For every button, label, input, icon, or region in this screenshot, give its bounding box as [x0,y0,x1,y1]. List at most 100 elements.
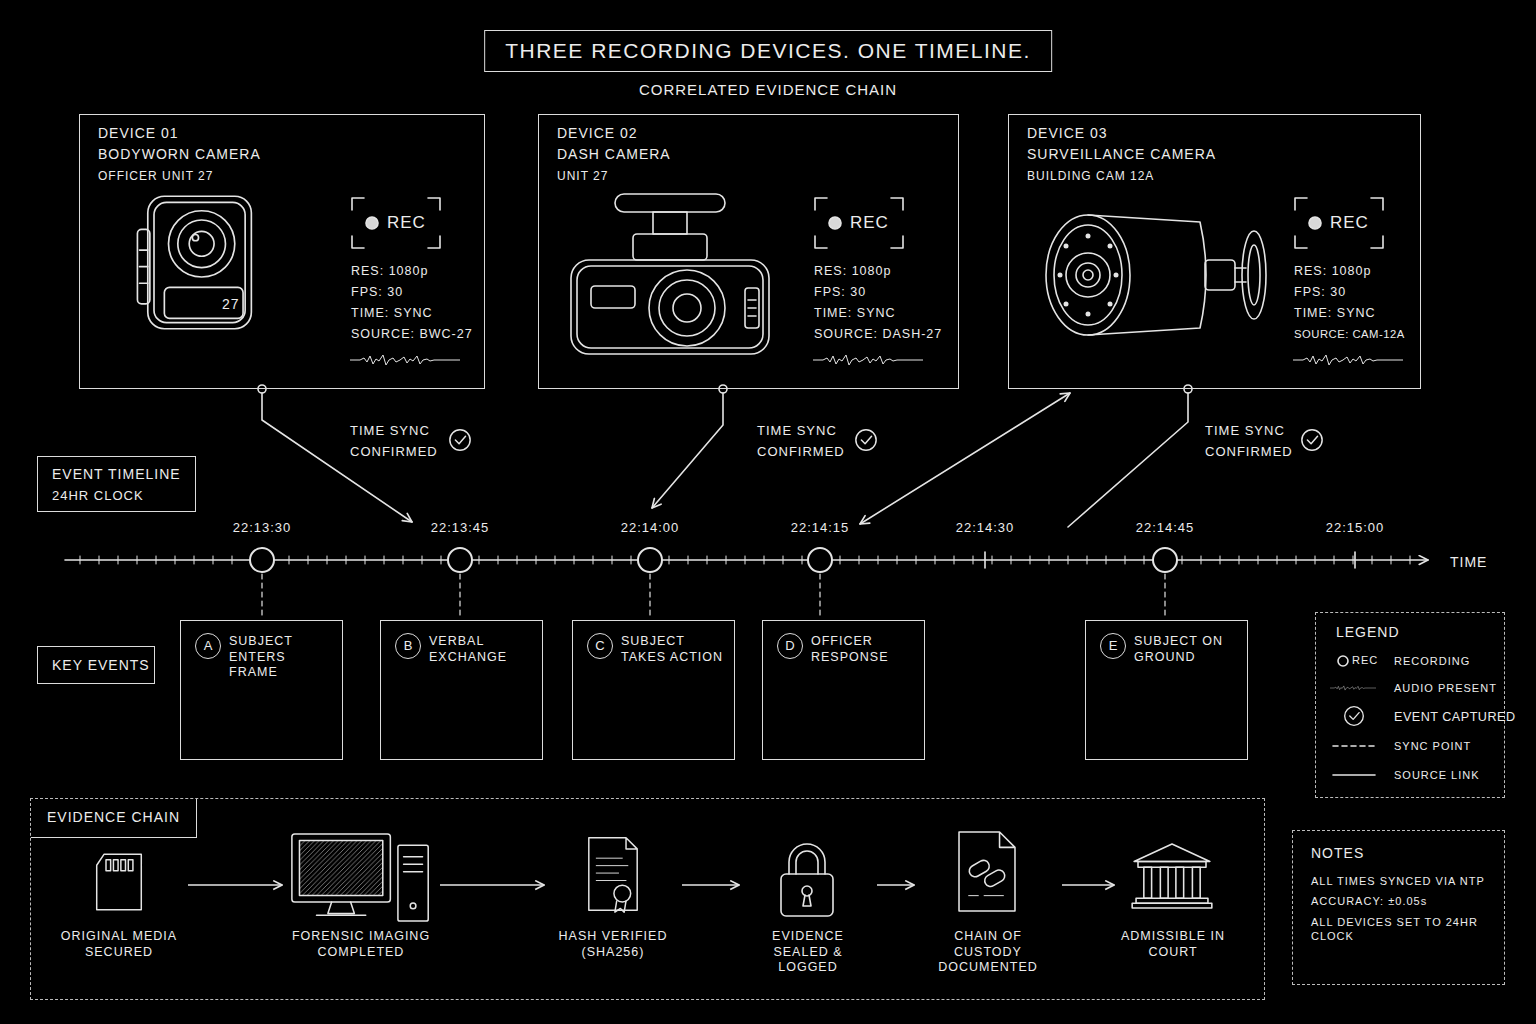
node-heading: EVIDENCE SEALED & LOGGED [743,929,873,976]
legend-audio-sample [1330,686,1376,690]
timeline-label-box: EVENT TIMELINE24HR CLOCK [37,456,196,512]
drawing-part [448,548,472,572]
node-text: REC [1330,212,1369,233]
tick-mark [1087,556,1088,564]
tick-mark [99,556,100,564]
device-panel: DEVICE 01BODYWORN CAMERAOFFICER UNIT 27R… [79,114,485,389]
tick-mark [365,556,366,564]
device-panel: DEVICE 03SURVEILLANCE CAMERABUILDING CAM… [1008,114,1421,389]
node-text: OFFICER UNIT 27 [98,169,213,184]
tick-mark [1220,556,1221,564]
event-box: A SUBJECT ENTERS FRAME [180,620,343,760]
event-box: CSUBJECT TAKES ACTION [572,620,735,760]
tick-mark [1049,556,1050,564]
tick-mark [498,556,499,564]
tick-mark [308,556,309,564]
node-heading: EVENT TIMELINE [52,466,181,484]
sync-drop-lines [262,574,1165,618]
time-tick-label: 22:14:30 [956,520,1015,536]
section-label-box: KEY EVENTS [37,646,155,684]
audio-waveform [350,355,460,365]
node-heading: SUBJECT TAKES ACTION [621,634,729,665]
drawing-part [860,393,1070,524]
tick-mark [346,556,347,564]
timeline-ticks [80,556,1410,564]
node-heading: ORIGINAL MEDIA SECURED [54,929,184,960]
tick-mark [289,556,290,564]
tick-mark [232,556,233,564]
node-heading: DEVICE 01 [98,125,179,143]
event-box: DOFFICER RESPONSE [762,620,925,760]
legend-box: LEGENDRECORDINGAUDIO PRESENTEVENT CAPTUR… [1315,612,1505,798]
node-heading: KEY EVENTS [52,657,150,675]
tick-mark [1372,556,1373,564]
evidence-step: FORENSIC IMAGING COMPLETED [286,841,436,960]
tick-mark [213,556,214,564]
tick-mark [992,556,993,564]
node-text: ALL DEVICES SET TO 24HR CLOCK [1311,916,1486,944]
node-heading: VERBAL EXCHANGE [429,634,537,665]
tick-mark [612,556,613,564]
sd-card-icon [97,854,142,910]
node-heading: LEGEND [1336,624,1400,642]
node-text: SOURCE: DASH-27 [814,327,942,343]
tick-mark [479,556,480,564]
tick-mark [1334,556,1335,564]
tick-mark [1182,556,1183,564]
node-heading: DEVICE 02 [557,125,638,143]
evidence-step: EVIDENCE SEALED & LOGGED [743,841,873,976]
node-text: FPS: 30 [1294,285,1346,301]
tick-mark [1106,556,1107,564]
tick-mark [1391,556,1392,564]
tick-mark [745,556,746,564]
surveillance-camera-drawing [1046,215,1266,335]
time-tick-label: 22:13:30 [233,520,292,536]
tick-mark [1296,556,1297,564]
tick-mark [935,556,936,564]
node-heading: CHAIN OF CUSTODY DOCUMENTED [918,929,1058,976]
tick-mark [175,556,176,564]
legend-text: SOURCE LINK [1394,769,1480,783]
event-letter-circle: A [195,633,221,659]
node-heading: D [785,638,794,654]
tick-mark [327,556,328,564]
tick-mark [593,556,594,564]
node-text: SOURCE: CAM-12A [1294,327,1405,341]
drawing-part [1184,385,1192,393]
source-links [258,385,1192,527]
drawing-part [1153,548,1177,572]
tick-mark [574,556,575,564]
tick-mark [764,556,765,564]
flow-arrow [877,884,914,886]
node-heading: SUBJECT ENTERS FRAME [229,634,337,681]
workstation-icon [292,834,428,921]
sync-check [856,430,876,450]
sync-check [1302,430,1322,450]
tick-mark [783,556,784,564]
legend-line-sample [1333,774,1375,776]
evidence-step: ORIGINAL MEDIA SECURED [54,841,184,960]
tick-mark [1030,556,1031,564]
tick-mark [1201,556,1202,564]
evidence-step: CHAIN OF CUSTODY DOCUMENTED [918,841,1058,976]
node-text: SOURCE: BWC-27 [351,327,473,343]
courthouse-icon [1132,844,1212,908]
sync-note: TIME SYNC CONFIRMED [1205,420,1305,462]
drawing-part [808,548,832,572]
sync-check [450,430,470,450]
node-text: BODYWORN CAMERA [98,146,261,164]
node-text: SURVEILLANCE CAMERA [1027,146,1216,164]
node-text: ACCURACY: ±0.05s [1311,895,1486,909]
tick-mark [954,556,955,564]
node-heading: E [1109,638,1118,654]
device-panel: DEVICE 02DASH CAMERAUNIT 27RECRES: 1080p… [538,114,959,389]
sync-points [250,548,1177,572]
unit-number: 27 [222,296,240,314]
node-heading: NOTES [1311,845,1486,863]
tick-mark [441,556,442,564]
legend-text: AUDIO PRESENT [1394,682,1497,696]
padlock-icon [781,844,833,916]
node-text: BUILDING CAM 12A [1027,169,1154,184]
diagram-title: THREE RECORDING DEVICES. ONE TIMELINE. [505,39,1031,63]
tick-mark [422,556,423,564]
